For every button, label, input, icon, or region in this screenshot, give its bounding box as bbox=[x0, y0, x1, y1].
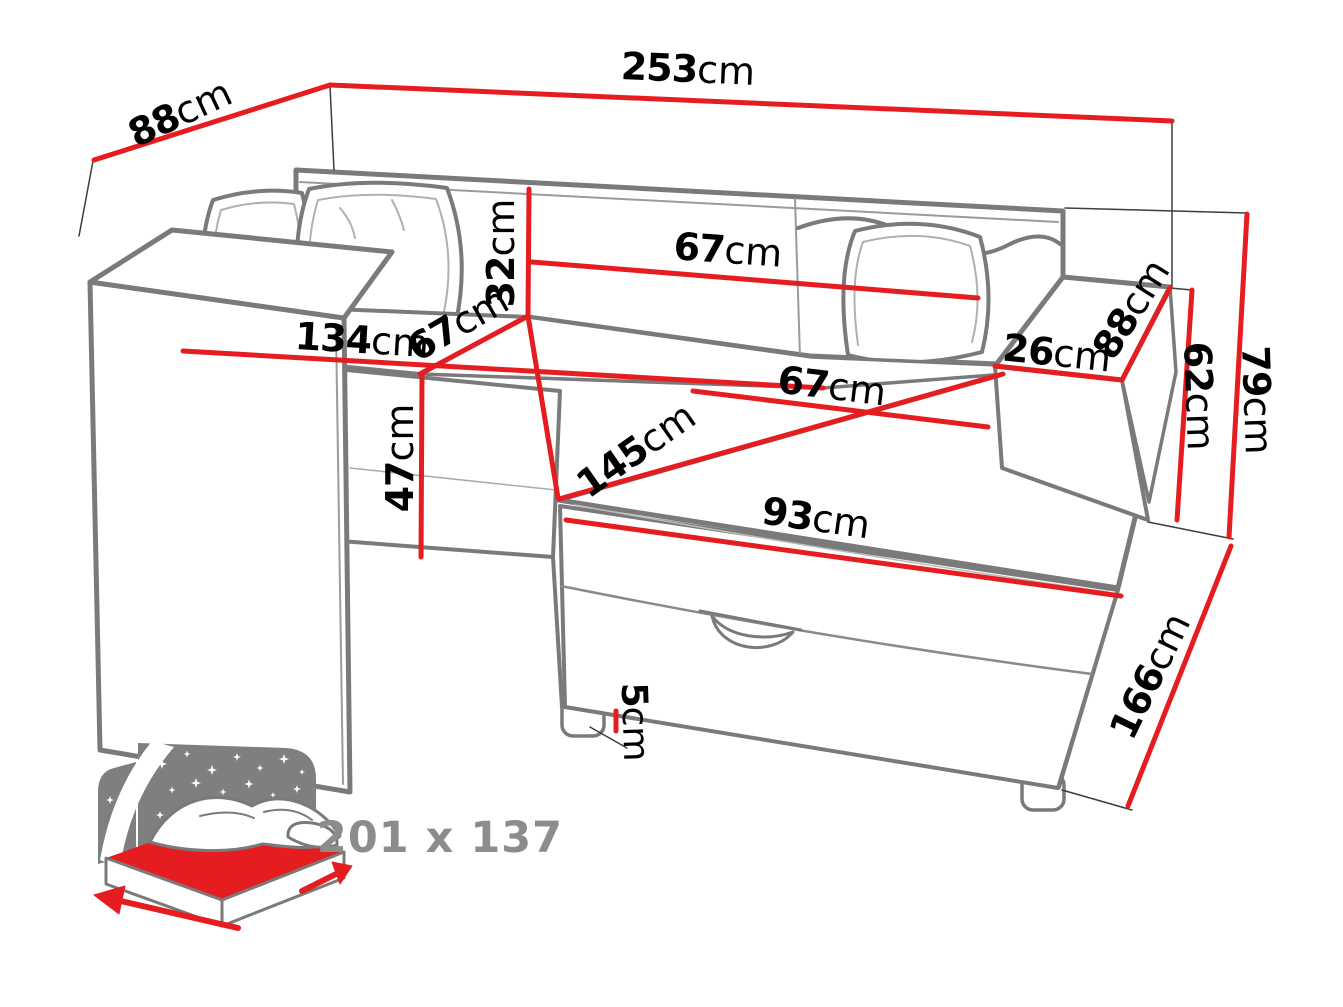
dim-label-seat-height: 47cm bbox=[378, 403, 422, 513]
dim-line-32 bbox=[525, 186, 532, 319]
dim-line-88-armrest bbox=[1119, 285, 1173, 383]
dim-label-armrest-height: 62cm bbox=[1175, 340, 1223, 452]
dim-line-connector bbox=[525, 313, 561, 501]
extension-lines bbox=[78, 85, 1248, 811]
dimension-lines bbox=[91, 82, 1250, 809]
dim-line-79 bbox=[1226, 211, 1250, 540]
sleeping-function-icon bbox=[93, 741, 353, 931]
dim-line-26 bbox=[992, 363, 1125, 383]
dim-label-total-height: 79cm bbox=[1233, 344, 1281, 456]
dim-line-166 bbox=[1125, 543, 1234, 809]
dim-line-134 bbox=[180, 348, 826, 391]
dim-line-67-seat bbox=[417, 313, 531, 377]
drawer-handle bbox=[698, 609, 803, 650]
dim-line-47 bbox=[418, 374, 425, 560]
dim-line-145 bbox=[556, 371, 1006, 502]
dim-line-62 bbox=[1174, 287, 1195, 523]
dim-label-leg-height: 5cm bbox=[612, 681, 657, 763]
dim-line-253 bbox=[327, 82, 1175, 124]
dim-line-88-top bbox=[91, 82, 333, 163]
dim-label-total-width: 253cm bbox=[619, 44, 757, 94]
sleeping-area-size-label: 201 x 137 bbox=[316, 813, 564, 863]
bed-pillow bbox=[286, 821, 339, 849]
dim-line-67-back bbox=[529, 259, 981, 301]
dim-line-93 bbox=[563, 517, 1124, 599]
dim-line-67-chaise bbox=[690, 388, 991, 430]
dim-label-backrest-width: 67cm bbox=[672, 224, 784, 276]
bed-dimension-arrows bbox=[93, 861, 353, 931]
